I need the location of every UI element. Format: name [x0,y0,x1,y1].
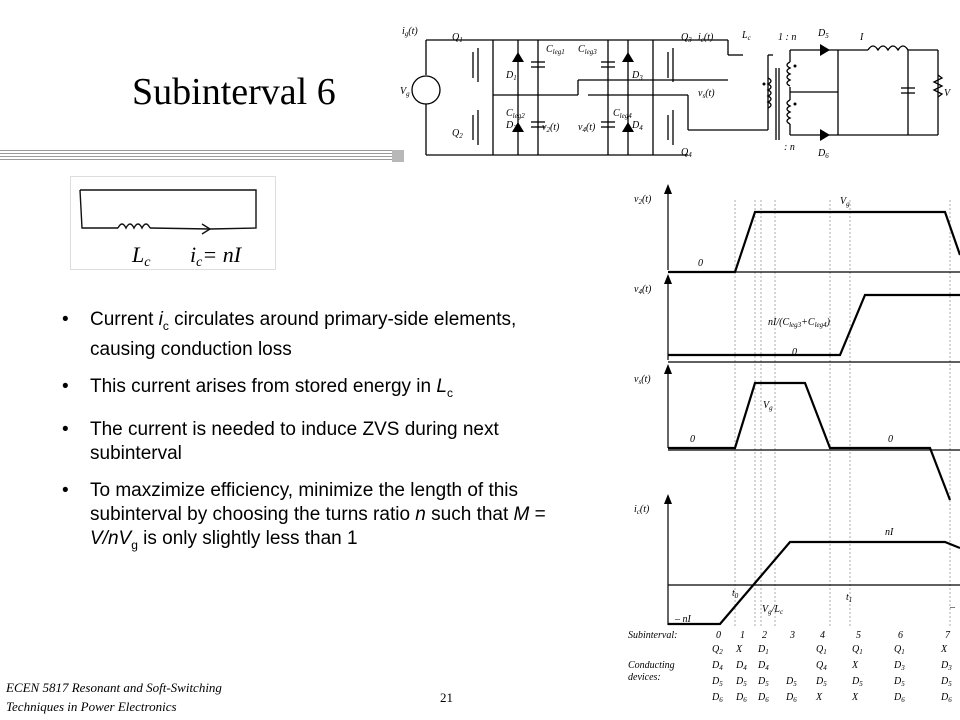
conducting-device: X [815,692,823,703]
svg-text:Vg: Vg [400,86,410,98]
svg-text:D2: D2 [505,120,517,132]
title-underline-bar [0,150,404,162]
page-number: 21 [440,690,453,705]
conducting-device: D5 [785,676,797,688]
conducting-device: D4 [757,660,769,672]
conducting-device: D4 [735,660,747,672]
conducting-device: D6 [940,692,952,704]
subinterval-number: 4 [820,630,825,641]
footer-line: ECEN 5817 Resonant and Soft-Switching [6,680,222,695]
svg-text:D6: D6 [817,148,829,160]
conducting-device: Q2 [712,644,723,656]
svg-text:– nI: – nI [674,614,692,625]
circuit-diagram: ig(t) Vg Q1 Q2 Q3 Q4 D1 D2 D3 D4 D5 D6 C… [400,26,952,160]
svg-text:1 : n: 1 : n [778,32,796,43]
bullet-item: •The current is needed to induce ZVS dur… [62,418,499,464]
svg-text:Vg/Lc: Vg/Lc [762,604,784,616]
svg-text:: n: : n [784,142,795,153]
subinterval-number: 2 [762,630,767,641]
svg-text:ic= nI: ic= nI [190,242,243,270]
footer-line: Techniques in Power Electronics [6,699,177,714]
svg-text:t0: t0 [732,588,739,600]
conducting-device: D5 [757,676,769,688]
svg-text:–: – [949,602,956,613]
svg-text:Subinterval:: Subinterval: [628,630,677,641]
svg-text:nI/(Cleg3+Cleg4): nI/(Cleg3+Cleg4) [768,317,831,329]
svg-text:ic(t): ic(t) [698,32,714,44]
conducting-device: D3 [940,660,952,672]
svg-text:vs(t): vs(t) [634,374,651,386]
svg-text:ic(t): ic(t) [634,504,650,516]
svg-text:0: 0 [888,434,893,445]
svg-text:D3: D3 [631,70,643,82]
conducting-device: D6 [711,692,723,704]
conducting-device: D6 [735,692,747,704]
subinterval-number: 6 [898,630,903,641]
subinterval-number: 7 [945,630,951,641]
conducting-device: D5 [851,676,863,688]
subinterval-number: 1 [740,630,745,641]
svg-text:ig(t): ig(t) [402,26,418,38]
handwritten-sketch: Lc ic= nI [70,176,276,270]
conducting-device: Q1 [816,644,827,656]
subinterval-number: 5 [856,630,861,641]
svg-text:0: 0 [690,434,695,445]
subinterval-number: 0 [716,630,721,641]
conducting-device: D5 [711,676,723,688]
svg-text:t1: t1 [846,592,852,604]
conducting-device: D6 [757,692,769,704]
conducting-device: D5 [735,676,747,688]
svg-text:Q1: Q1 [452,32,463,44]
conducting-device: D5 [893,676,905,688]
conducting-device: X [735,644,743,655]
svg-text:Lc: Lc [131,242,151,270]
svg-text:v4(t): v4(t) [634,284,652,296]
svg-text:devices:: devices: [628,672,661,683]
bullet-item: •Current ic circulates around primary-si… [62,309,517,360]
svg-text:I: I [859,32,864,43]
svg-text:0: 0 [792,347,797,358]
bullet-list: •Current ic circulates around primary-si… [62,308,582,569]
slide-title: Subinterval 6 [132,71,336,113]
svg-text:Q2: Q2 [452,128,463,140]
conducting-device: X [940,644,948,655]
svg-text:Vg: Vg [763,400,773,412]
conducting-device: D6 [893,692,905,704]
svg-text:D1: D1 [505,70,517,82]
svg-text:Cleg3: Cleg3 [578,44,597,56]
svg-text:Q4: Q4 [681,147,692,159]
conducting-device: D1 [757,644,769,656]
svg-text:V: V [944,88,952,99]
conducting-device: X [851,692,859,703]
svg-text:Q3: Q3 [681,32,692,44]
slide-footer: ECEN 5817 Resonant and Soft-Switching Te… [6,678,222,716]
svg-text:Cleg2: Cleg2 [506,108,525,120]
svg-text:Vg: Vg [840,196,850,208]
svg-text:vs(t): vs(t) [698,88,715,100]
svg-text:D4: D4 [631,120,643,132]
waveform-diagram: v2(t) Vg 0 v4(t) nI/(Cleg3+Cleg4) 0 vs(t… [628,184,960,704]
subinterval-number: 3 [789,630,795,641]
svg-text:nI: nI [885,527,894,538]
conducting-device: D5 [815,676,827,688]
svg-text:Conducting: Conducting [628,660,675,671]
svg-text:v2(t): v2(t) [634,194,652,206]
conducting-device: D4 [711,660,723,672]
conducting-device: D3 [893,660,905,672]
svg-text:Cleg1: Cleg1 [546,44,565,56]
bullet-item: •To maxzimize efficiency, minimize the l… [62,479,546,552]
svg-text:D5: D5 [817,28,829,40]
bullet-item: •This current arises from stored energy … [62,375,453,400]
conducting-device: X [851,660,859,671]
conducting-device: Q4 [816,660,827,672]
svg-text:v2(t): v2(t) [542,122,560,134]
conducting-device: D6 [785,692,797,704]
svg-text:Lc: Lc [741,30,752,42]
svg-text:v4(t): v4(t) [578,122,596,134]
conducting-device: Q1 [894,644,905,656]
conducting-device: D5 [940,676,952,688]
svg-text:Cleg4: Cleg4 [613,108,632,120]
svg-text:0: 0 [698,258,703,269]
conducting-device: Q1 [852,644,863,656]
